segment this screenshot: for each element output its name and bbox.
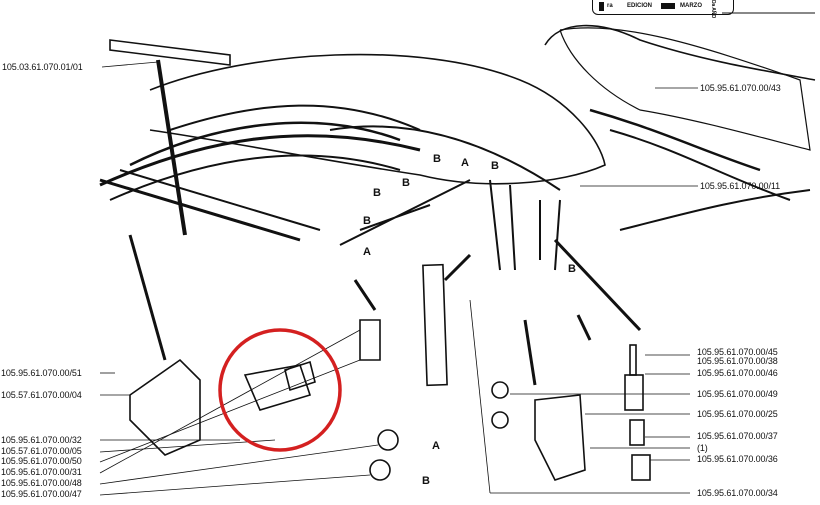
part-label: 105.95.61.070.00/48 — [1, 478, 82, 488]
side-label: Da AÑO — [710, 0, 716, 19]
edition-number-mark — [599, 2, 604, 11]
edition-prefix: ra — [607, 3, 613, 9]
part-label: 105.95.61.070.00/37 — [697, 431, 778, 441]
part-label: 105.95.61.070.00/25 — [697, 409, 778, 419]
part-label: 105.03.61.070.01/01 — [2, 62, 83, 72]
callout-a: A — [461, 157, 469, 169]
highlight-circle — [218, 328, 342, 452]
edition-header: ra EDICION MARZO — [592, 0, 734, 15]
callout-b: B — [422, 475, 430, 487]
part-label: (1) — [697, 443, 708, 453]
part-label: 105.95.61.070.00/43 — [700, 83, 781, 93]
callout-a: A — [432, 440, 440, 452]
part-label: 105.95.61.070.00/50 — [1, 456, 82, 466]
part-label: 105.95.61.070.00/11 — [700, 181, 781, 191]
part-label: 105.95.61.070.00/46 — [697, 368, 778, 378]
part-label: 105.95.61.070.00/51 — [1, 368, 82, 378]
part-label: 105.57.61.070.00/04 — [1, 390, 82, 400]
callout-b: B — [568, 263, 576, 275]
part-label: 105.95.61.070.00/47 — [1, 489, 82, 499]
part-label: 105.95.61.070.00/36 — [697, 454, 778, 464]
month-mark — [661, 3, 675, 9]
part-label: 105.95.61.070.00/31 — [1, 467, 82, 477]
part-label: 105.95.61.070.00/45 — [697, 347, 778, 357]
callout-b: B — [433, 153, 441, 165]
part-label: 105.95.61.070.00/38 — [697, 356, 778, 366]
callout-b: B — [491, 160, 499, 172]
part-label: 105.95.61.070.00/34 — [697, 488, 778, 498]
callout-b: B — [373, 187, 381, 199]
month-label: MARZO — [680, 3, 702, 9]
part-label: 105.95.61.070.00/32 — [1, 435, 82, 445]
callout-b: B — [402, 177, 410, 189]
callout-b: B — [363, 215, 371, 227]
part-label: 105.95.61.070.00/49 — [697, 389, 778, 399]
edition-label: EDICION — [627, 3, 653, 9]
callout-a: A — [363, 246, 371, 258]
part-label: 105.57.61.070.00/05 — [1, 446, 82, 456]
soft-top-outline — [149, 53, 606, 185]
